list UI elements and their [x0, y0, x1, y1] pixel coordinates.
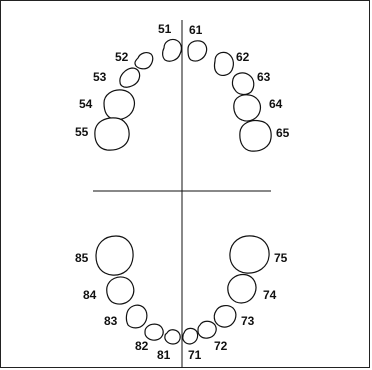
tooth-61[interactable] [188, 41, 207, 61]
tooth-73[interactable] [214, 306, 236, 327]
tooth-84[interactable] [107, 277, 134, 304]
tooth-65[interactable] [240, 121, 271, 152]
tooth-75[interactable] [230, 236, 269, 273]
tooth-64[interactable] [234, 95, 261, 121]
tooth-62[interactable] [214, 52, 233, 75]
tooth-83[interactable] [126, 305, 147, 328]
tooth-label-85: 85 [75, 251, 89, 265]
lower-left-arch: 75 74 73 72 71 [183, 236, 288, 362]
tooth-label-55: 55 [75, 125, 89, 139]
tooth-label-53: 53 [93, 70, 107, 84]
tooth-81[interactable] [165, 330, 180, 344]
tooth-74[interactable] [228, 275, 256, 303]
tooth-52[interactable] [135, 53, 153, 69]
tooth-label-54: 54 [79, 97, 93, 111]
tooth-label-62: 62 [236, 50, 250, 64]
tooth-label-83: 83 [104, 314, 118, 328]
tooth-71[interactable] [183, 328, 198, 344]
tooth-label-65: 65 [276, 126, 290, 140]
tooth-label-75: 75 [274, 251, 288, 265]
lower-right-arch: 85 84 83 82 81 [75, 236, 180, 362]
tooth-82[interactable] [145, 324, 163, 340]
tooth-53[interactable] [120, 68, 140, 87]
tooth-label-61: 61 [189, 23, 203, 37]
tooth-label-63: 63 [257, 70, 271, 84]
tooth-label-74: 74 [263, 288, 277, 302]
tooth-63[interactable] [232, 73, 253, 95]
tooth-54[interactable] [104, 90, 134, 120]
tooth-label-81: 81 [157, 348, 171, 362]
tooth-label-84: 84 [83, 288, 97, 302]
tooth-label-73: 73 [241, 314, 255, 328]
upper-left-arch: 61 62 63 64 65 [188, 23, 290, 151]
tooth-label-64: 64 [269, 97, 283, 111]
tooth-72[interactable] [198, 321, 216, 338]
tooth-label-71: 71 [188, 348, 202, 362]
tooth-label-51: 51 [158, 22, 172, 36]
tooth-85[interactable] [96, 236, 133, 275]
tooth-51[interactable] [163, 39, 182, 61]
upper-right-arch: 51 52 53 54 55 [75, 22, 181, 150]
tooth-label-52: 52 [115, 50, 129, 64]
tooth-label-82: 82 [135, 339, 149, 353]
tooth-55[interactable] [95, 118, 129, 150]
tooth-label-72: 72 [214, 339, 228, 353]
